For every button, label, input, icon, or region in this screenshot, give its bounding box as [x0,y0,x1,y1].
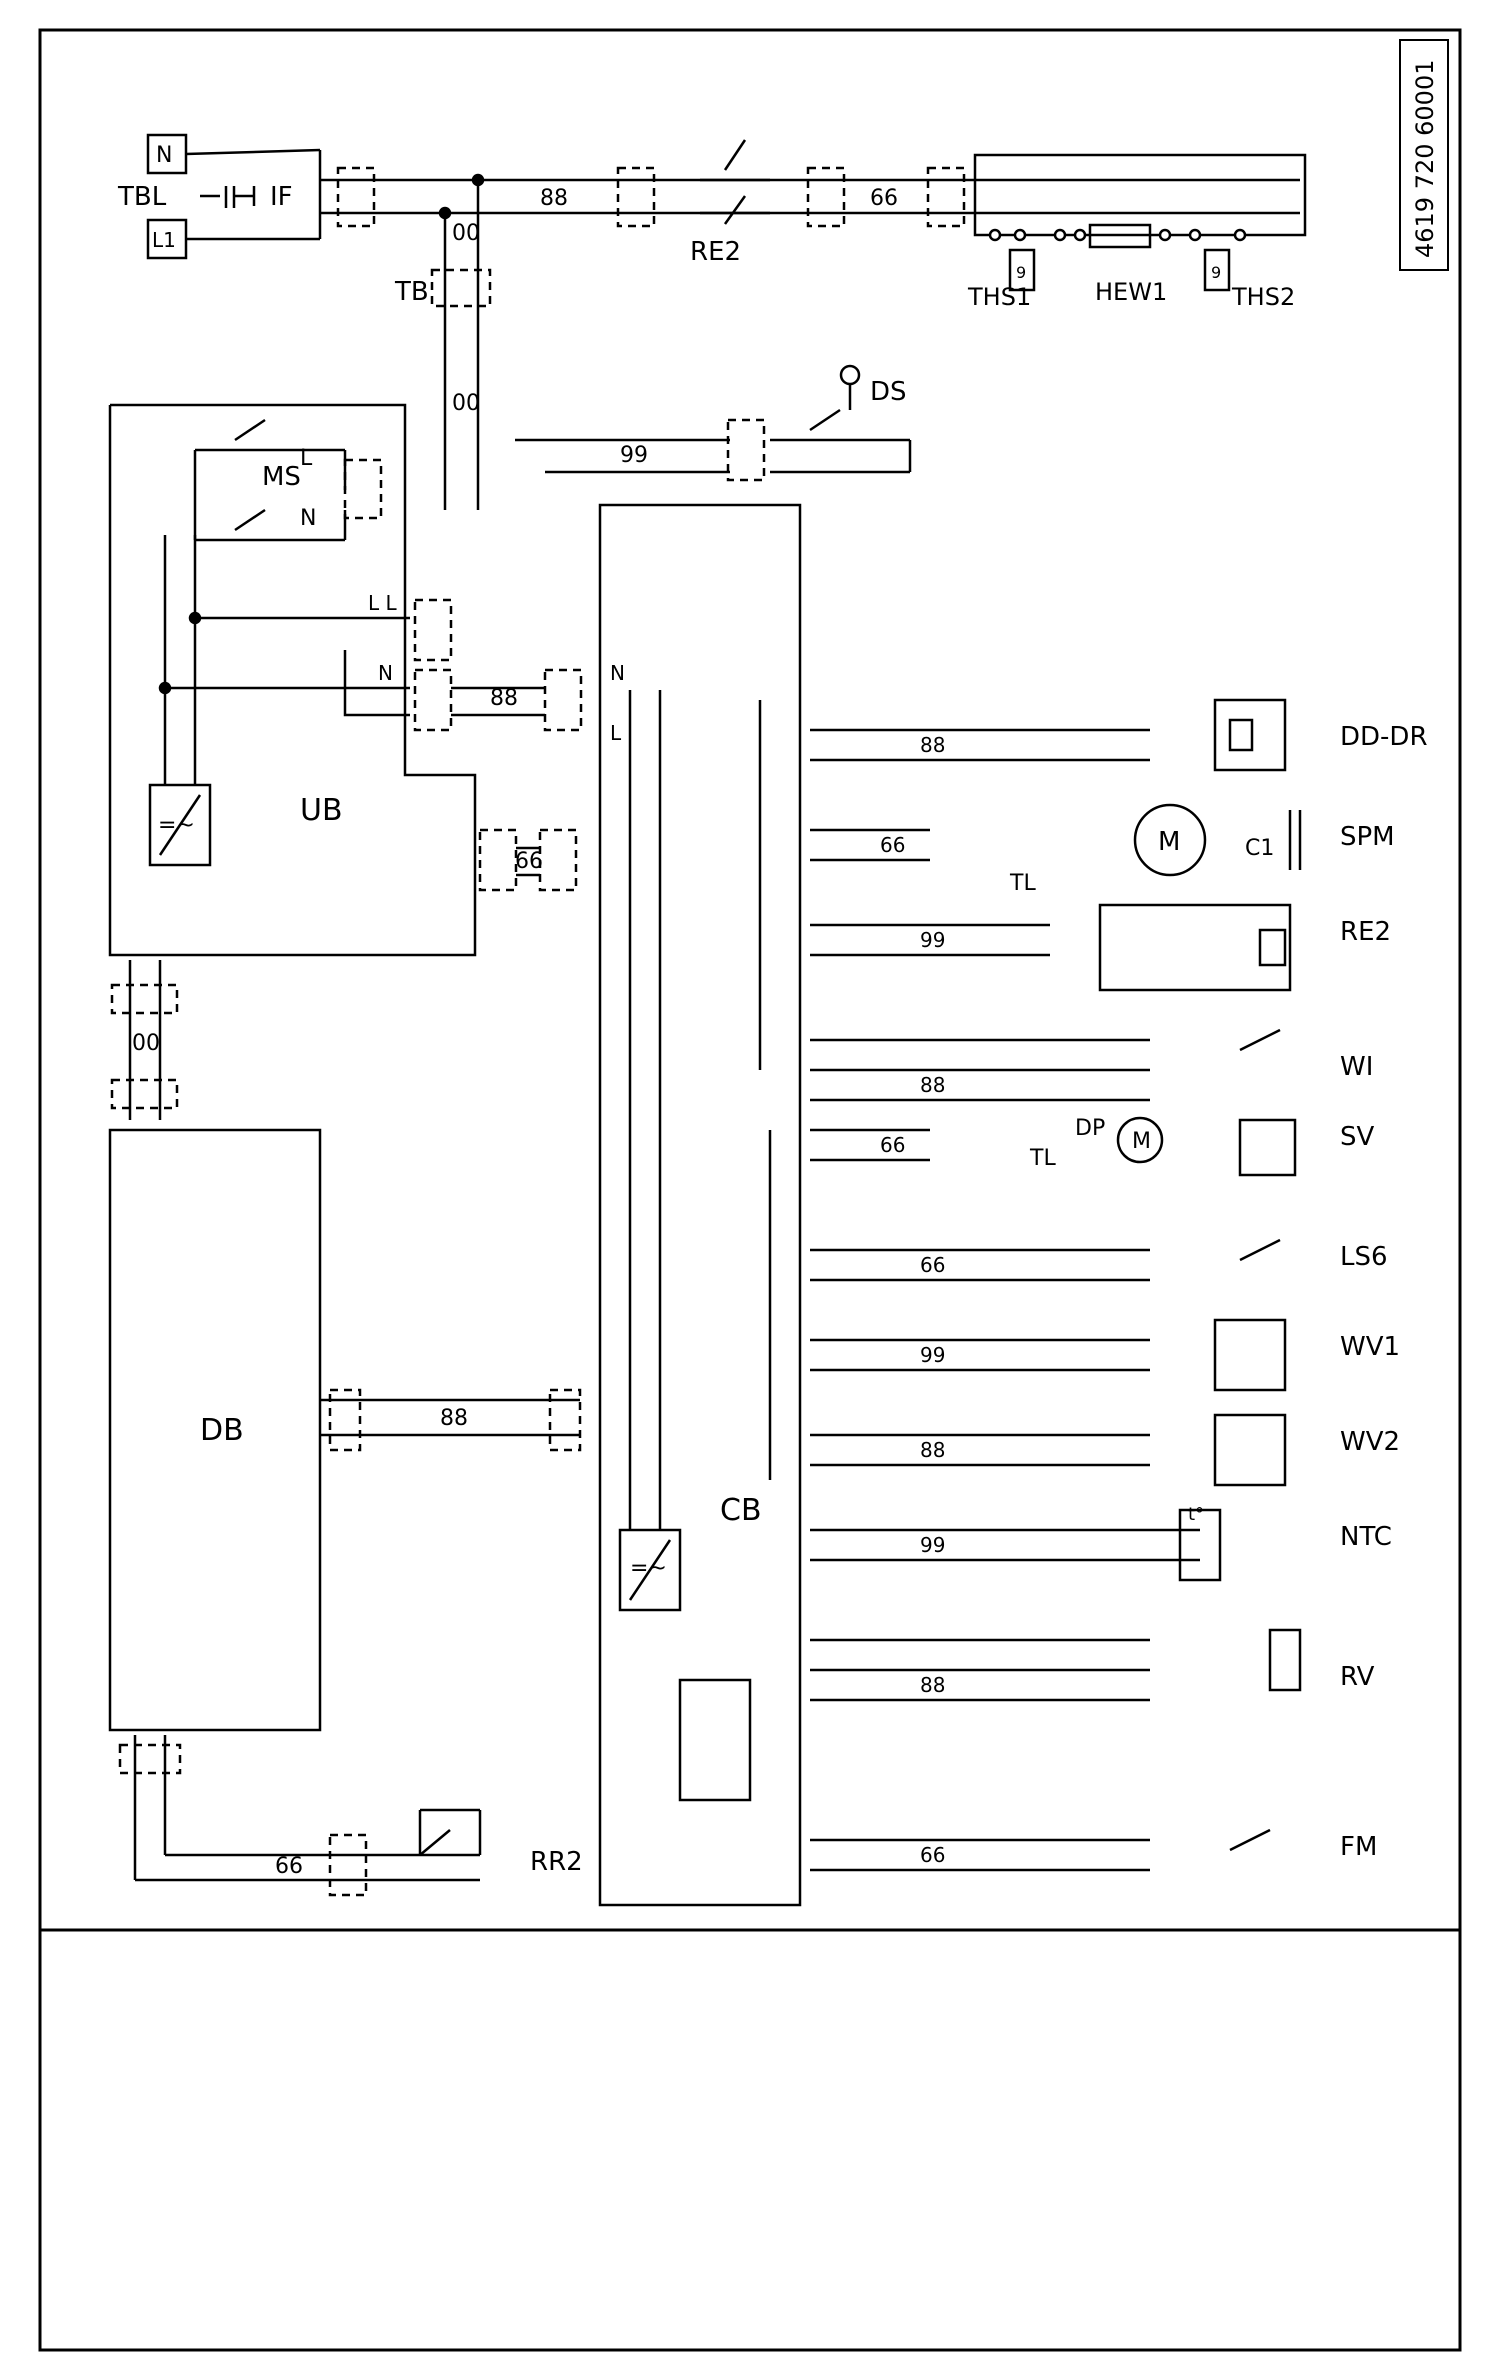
ub-pin-ll: L L [368,591,398,615]
wire-code-66-ub: 66 [515,849,543,874]
ths1-value: 9 [1016,263,1026,282]
main-switch-pin-l: L [300,446,313,471]
outer-frame [38,28,1462,2352]
component-label-fm: FM [1340,1832,1377,1862]
document-number: 4619 720 60001 [1411,60,1439,259]
terminal-l1-label: L1 [152,228,176,252]
component-wiring [810,728,1200,1872]
mains-wiring [320,166,1300,520]
main-switch-pin-n: N [300,506,316,531]
sv-dp-label: DP [1075,1116,1105,1141]
rinse-aid-label: RR2 [530,1847,583,1877]
wire-code-66-ls6: 66 [920,1253,945,1277]
main-switch-label: MS [262,462,301,492]
control-board-label: CB [720,1493,762,1528]
ntc-t-symbol: t° [1188,1504,1204,1525]
wire-code-88-mains: 88 [540,186,568,211]
display-board [108,1128,582,1897]
spm-motor-label: M [1158,827,1180,857]
component-label-spm: SPM [1340,822,1395,852]
ub-acdc-symbol: =~ [158,813,195,838]
terminal-n-label: N [156,143,172,168]
wire-code-88-rv: 88 [920,1673,945,1697]
component-label-rv: RV [1340,1662,1375,1692]
component-label-re2: RE2 [1340,917,1391,947]
wire-code-00-tb: 00 [452,391,480,416]
user-board [108,403,477,957]
wire-code-88-db: 88 [440,1406,468,1431]
re2-contact-label: RE2 [690,237,741,267]
wire-code-88-wi: 88 [920,1073,945,1097]
component-label-ntc: NTC [1340,1522,1392,1552]
ub-pin-n: N [378,661,393,685]
wire-code-99-wv1: 99 [920,1343,945,1367]
cb-acdc-symbol: =~ [630,1556,667,1581]
tbl-label: TBL [117,182,167,212]
wire-code-88-wv2: 88 [920,1438,945,1462]
wire-code-88-dd: 88 [920,733,945,757]
display-board-label: DB [200,1413,244,1448]
ths2-label: THS2 [1231,283,1295,311]
cb-pin-l: L [610,721,622,745]
cb-pin-n: N [610,661,625,685]
wire-code-66-fm: 66 [920,1843,945,1867]
filter-label: IF [270,182,293,212]
hew1-label: HEW1 [1095,278,1167,306]
component-label-dd-dr: DD-DR [1340,722,1428,752]
ub-connectors [110,598,583,1120]
wire-code-00-mains: 00 [452,221,480,246]
re2-relay-contacts [700,139,770,225]
component-label-wi: WI [1340,1052,1373,1082]
heater-circuit [973,153,1307,292]
wire-code-99-ds: 99 [620,443,648,468]
door-switch-label: DS [870,377,907,407]
ths1-label: THS1 [967,283,1031,311]
component-label-wv1: WV1 [1340,1332,1400,1362]
component-symbols [1098,698,1302,1852]
component-label-ls6: LS6 [1340,1242,1388,1272]
tbl-terminal-block [146,133,322,260]
terminal-board-label: TB [394,277,429,307]
document-number-box: 4619 720 60001 [1399,39,1449,271]
door-switch [515,364,912,482]
wire-code-66-sv: 66 [880,1133,905,1157]
wire-code-88-ub: 88 [490,686,518,711]
wire-code-66-rr2: 66 [275,1854,303,1879]
control-board [598,503,802,1907]
ths2-value: 9 [1211,263,1221,282]
wire-code-99-ntc: 99 [920,1533,945,1557]
spm-capacitor-label: C1 [1245,836,1274,861]
user-board-label: UB [300,793,343,828]
sv-motor-label: M [1132,1129,1151,1154]
diagram-labels: N L1 TBL IF TB 88 00 00 66 99 RE2 THS1 H… [117,143,1295,1879]
wire-code-66-spm: 66 [880,833,905,857]
wire-code-00-ubdb: 00 [132,1031,160,1056]
wire-code-66-heater: 66 [870,186,898,211]
wire-code-99-re2: 99 [920,928,945,952]
sv-tl-label: TL [1029,1146,1056,1171]
component-label-sv: SV [1340,1122,1375,1152]
spm-tl-label: TL [1009,871,1036,896]
component-label-wv2: WV2 [1340,1427,1400,1457]
